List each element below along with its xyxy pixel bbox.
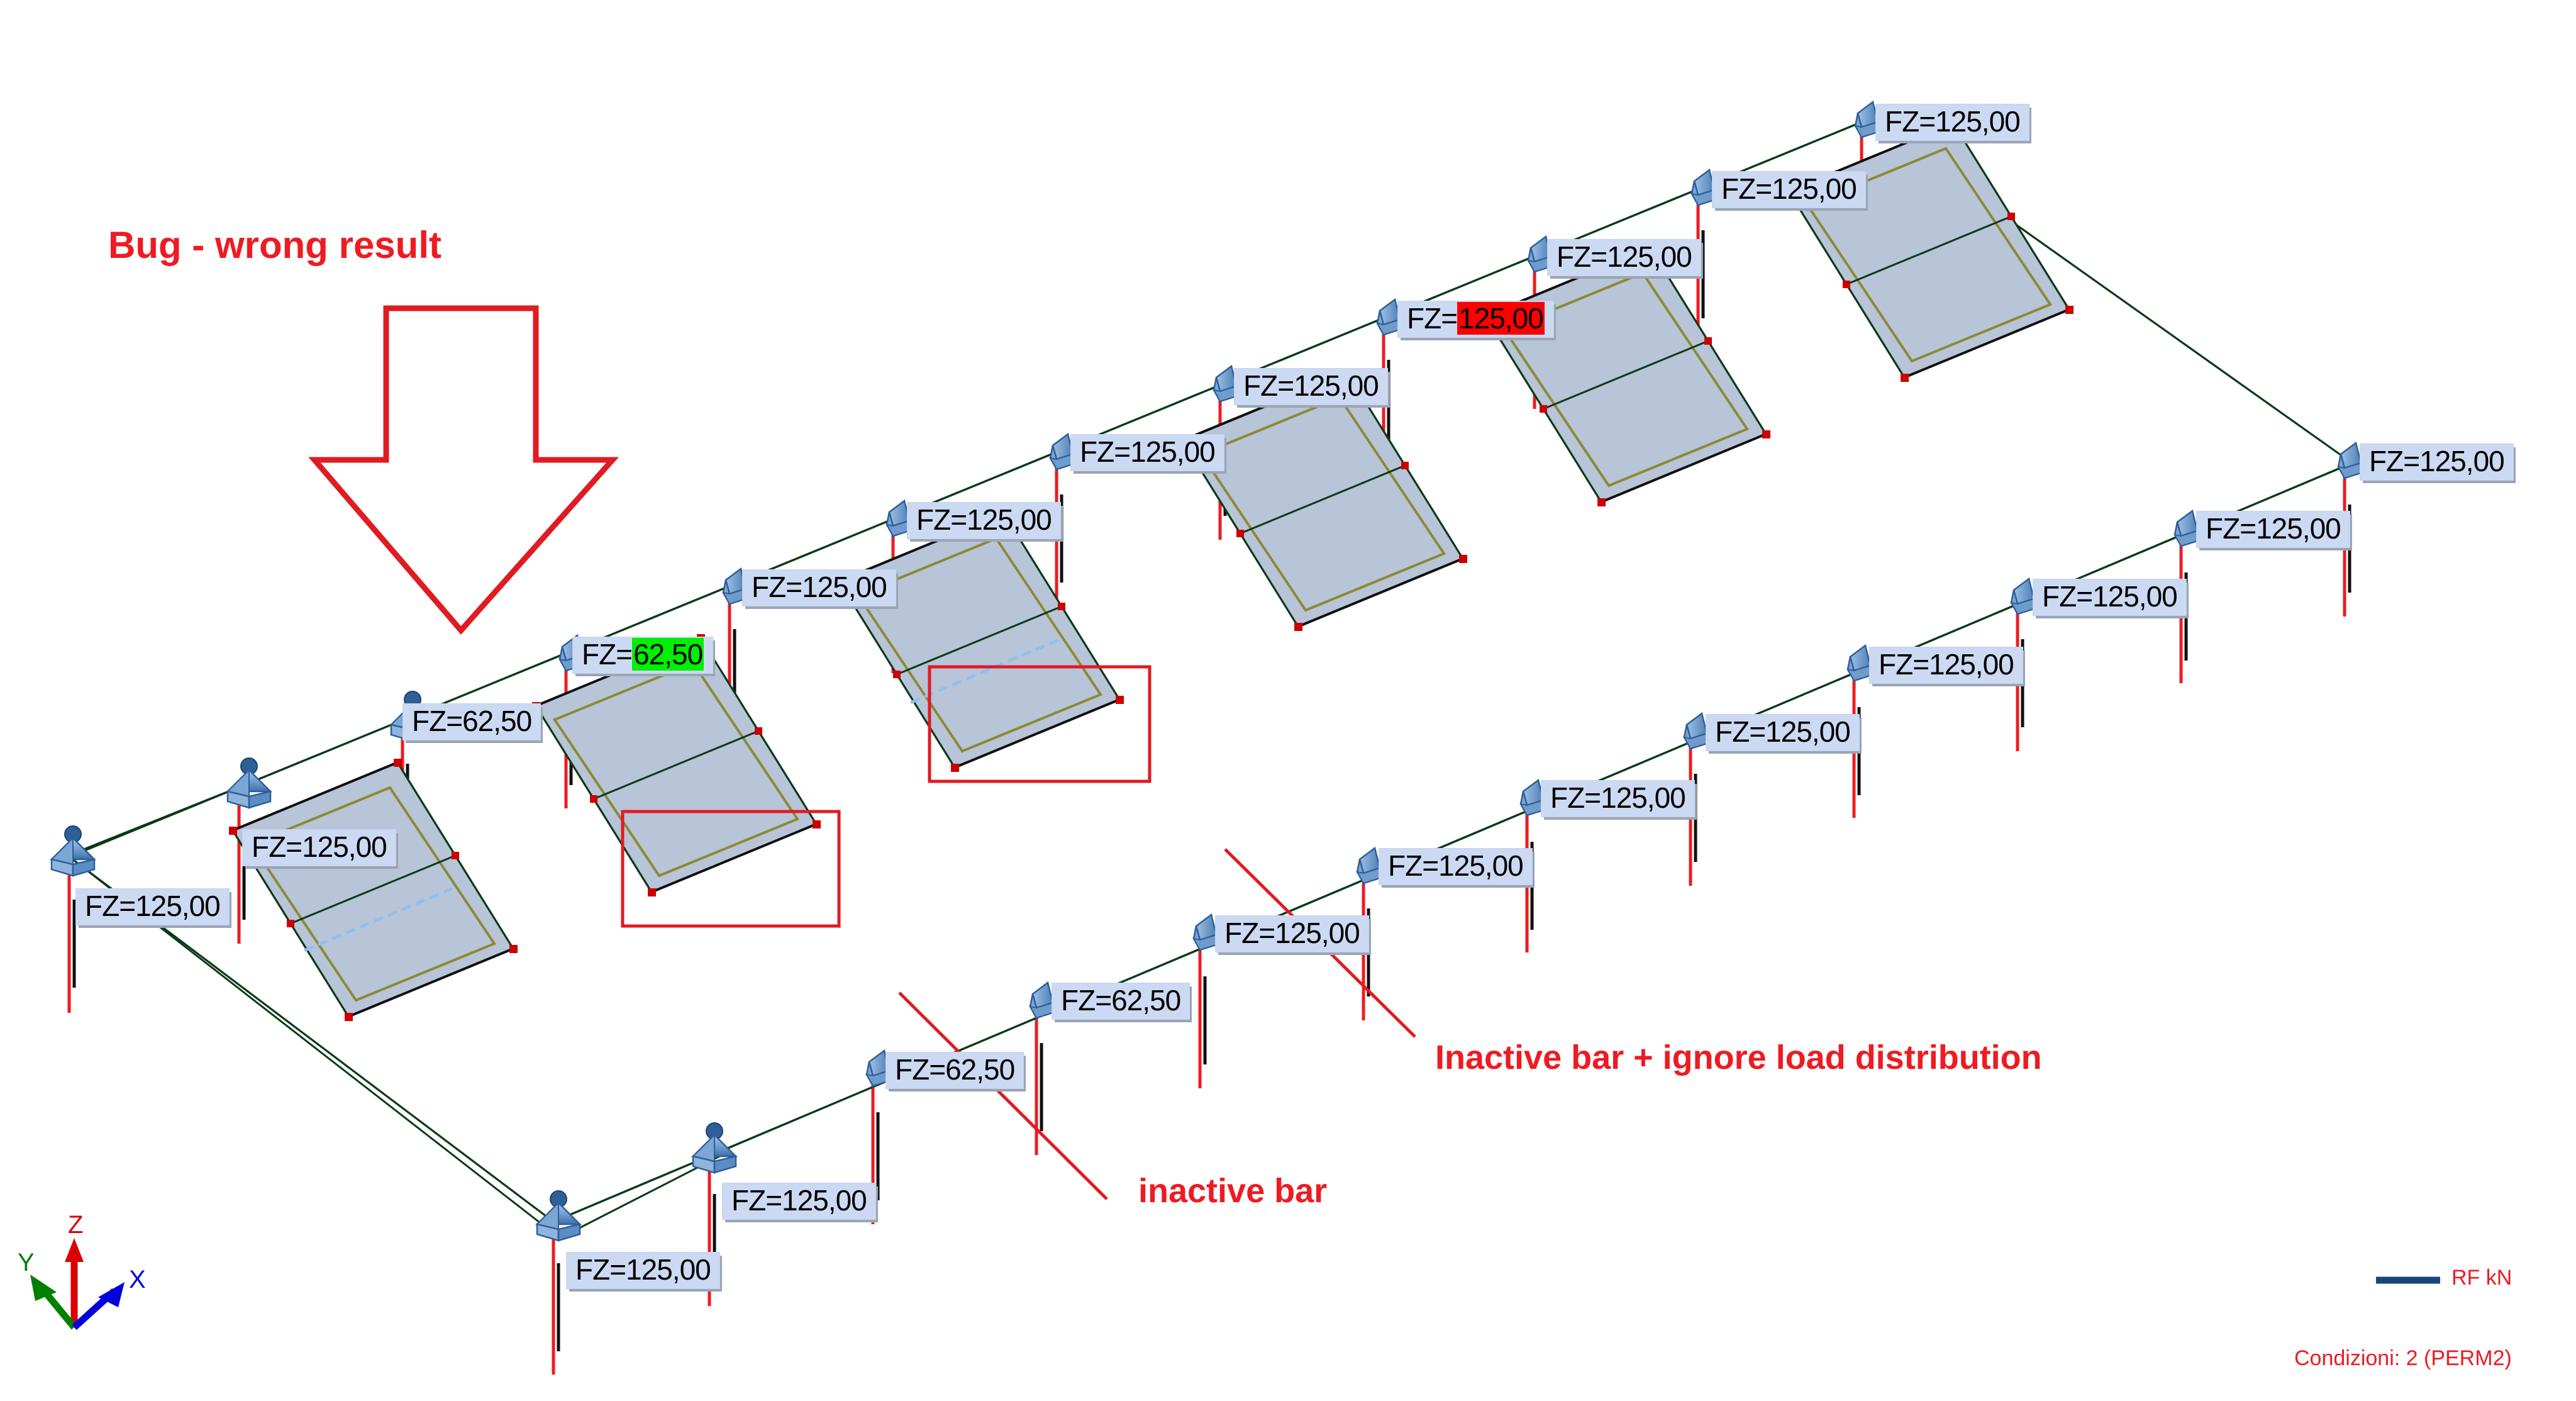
reaction-value-label: FZ=62,50 [402, 703, 541, 740]
reaction-value-label: FZ=125,00 [1397, 301, 1554, 338]
reaction-label-value: 62,50 [462, 705, 532, 737]
reaction-label-value: 125,00 [1601, 781, 1686, 814]
reaction-label-prefix: FZ= [1061, 984, 1112, 1017]
reaction-label-value: 125,00 [1765, 715, 1851, 748]
slab-panels [228, 118, 2075, 1022]
reaction-label-prefix: FZ= [1879, 648, 1929, 681]
annotation-bug-wrong-result: Bug - wrong result [108, 224, 441, 266]
axis-label-x: X [129, 1266, 146, 1293]
selection-rectangles [621, 665, 1152, 928]
reaction-label-prefix: FZ= [916, 503, 967, 536]
reaction-value-label: FZ=125,00 [75, 888, 230, 925]
reaction-label-prefix: FZ= [1080, 435, 1131, 468]
reaction-label-value: 125,00 [1929, 648, 2014, 681]
reaction-label-prefix: FZ= [252, 830, 303, 863]
reaction-value-label: FZ=125,00 [1215, 915, 1369, 952]
reaction-label-prefix: FZ= [1388, 849, 1439, 882]
reaction-label-prefix: FZ= [895, 1053, 946, 1086]
reaction-label-value: 125,00 [782, 1184, 867, 1217]
legend-series-label: RF kN [2451, 1266, 2512, 1290]
axis-label-z: Z [68, 1211, 84, 1239]
axis-label-y: Y [18, 1249, 35, 1276]
reaction-label-value: 62,50 [945, 1053, 1015, 1086]
reaction-value-label: FZ=125,00 [1379, 848, 1533, 885]
reaction-value-label: FZ=62,50 [1052, 983, 1191, 1020]
reaction-label-prefix: FZ= [412, 705, 463, 737]
reaction-value-label: FZ=125,00 [722, 1183, 876, 1220]
reaction-label-prefix: FZ= [2206, 512, 2257, 545]
reaction-label-value: 125,00 [802, 571, 887, 603]
reaction-value-label: FZ=125,00 [1547, 239, 1701, 276]
reaction-label-value: 125,00 [967, 503, 1052, 536]
reaction-label-prefix: FZ= [1721, 172, 1772, 205]
reaction-value-label: FZ=125,00 [1712, 171, 1866, 208]
reaction-value-label: FZ=125,00 [1541, 780, 1695, 817]
reaction-value-label: FZ=125,00 [2196, 511, 2350, 548]
load-distribution-diagonals [304, 637, 1062, 952]
reaction-label-value: 125,00 [1457, 302, 1545, 335]
reaction-value-label: FZ=62,50 [572, 637, 714, 674]
reaction-label-prefix: FZ= [1407, 302, 1458, 335]
reaction-label-value: 125,00 [2092, 580, 2178, 613]
reaction-value-label: FZ=125,00 [907, 502, 1061, 539]
axis-triad [30, 1238, 125, 1331]
leader-inactive-bar [898, 991, 1108, 1200]
reaction-label-value: 62,50 [1111, 984, 1181, 1017]
reaction-value-label: FZ=125,00 [1070, 434, 1224, 471]
reaction-label-prefix: FZ= [752, 571, 802, 603]
reaction-label-value: 125,00 [302, 830, 387, 863]
reaction-label-value: 125,00 [626, 1253, 711, 1286]
reaction-value-label: FZ=125,00 [1234, 368, 1388, 405]
reaction-label-value: 125,00 [1935, 105, 2021, 138]
reaction-label-prefix: FZ= [2369, 445, 2420, 477]
reaction-label-value: 125,00 [1294, 369, 1379, 402]
reaction-value-label: FZ=125,00 [1869, 647, 2023, 684]
annotation-inactive-bar-ignore-load: Inactive bar + ignore load distribution [1435, 1039, 2042, 1076]
reaction-label-value: 125,00 [2419, 445, 2505, 477]
reaction-label-prefix: FZ= [1243, 369, 1294, 402]
reaction-label-prefix: FZ= [731, 1184, 782, 1217]
reaction-label-value: 125,00 [135, 890, 221, 922]
reaction-value-label: FZ=125,00 [1875, 104, 2029, 141]
reaction-value-label: FZ=62,50 [886, 1052, 1024, 1089]
reaction-label-prefix: FZ= [1557, 240, 1607, 273]
reaction-label-prefix: FZ= [1224, 917, 1275, 949]
reaction-label-value: 62,50 [632, 638, 704, 671]
reaction-value-label: FZ=125,00 [566, 1252, 720, 1289]
reaction-label-prefix: FZ= [582, 638, 633, 671]
annotation-inactive-bar: inactive bar [1138, 1172, 1328, 1210]
reaction-value-label: FZ=125,00 [2360, 444, 2514, 481]
reaction-label-prefix: FZ= [1550, 781, 1601, 814]
reaction-label-value: 125,00 [1607, 240, 1692, 273]
reaction-label-prefix: FZ= [1715, 715, 1766, 748]
reaction-label-value: 125,00 [1438, 849, 1524, 882]
reaction-label-value: 125,00 [1275, 917, 1360, 949]
annotation-leader-lines [898, 848, 1416, 1200]
legend-load-case-label: Condizioni: 2 (PERM2) [2294, 1346, 2512, 1370]
reaction-label-prefix: FZ= [1885, 105, 1936, 138]
reaction-label-prefix: FZ= [2042, 580, 2093, 613]
reaction-value-label: FZ=125,00 [742, 569, 896, 606]
reaction-label-prefix: FZ= [85, 890, 136, 922]
bug-arrow-icon [308, 305, 619, 635]
reaction-label-value: 125,00 [1772, 172, 1857, 205]
reaction-label-value: 125,00 [2256, 512, 2341, 545]
reaction-value-label: FZ=125,00 [1706, 714, 1860, 751]
reaction-value-label: FZ=125,00 [242, 829, 396, 866]
reaction-label-prefix: FZ= [575, 1253, 626, 1286]
reaction-value-label: FZ=125,00 [2033, 579, 2187, 616]
reaction-label-value: 125,00 [1130, 435, 1216, 468]
